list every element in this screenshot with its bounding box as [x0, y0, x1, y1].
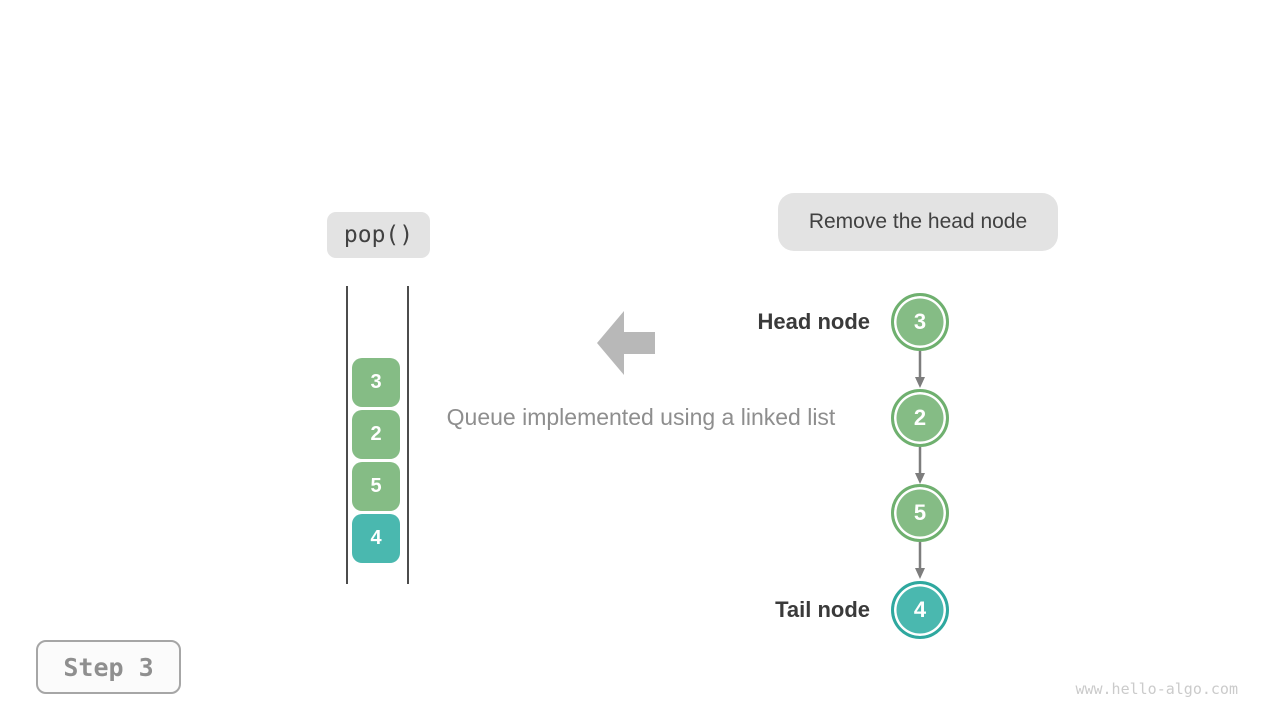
linked-list-node: 4	[891, 581, 949, 639]
pop-operation-label: pop()	[343, 222, 414, 248]
queue-cell: 3	[352, 358, 400, 407]
linked-list-node: 2	[891, 389, 949, 447]
remove-head-annotation-badge: Remove the head node	[778, 193, 1058, 251]
head-node-label: Head node	[757, 309, 870, 334]
step-badge-label: Step 3	[63, 652, 154, 682]
queue-wall-right	[407, 286, 409, 584]
queue-cell: 4	[352, 514, 400, 563]
queue-stack: 3 2 5 4	[352, 358, 400, 563]
linked-list-node: 5	[891, 484, 949, 542]
remove-head-annotation-label: Remove the head node	[808, 210, 1028, 233]
arrow-down-icon	[915, 351, 925, 388]
tail-node-label: Tail node	[775, 597, 870, 622]
left-arrow-icon	[597, 311, 655, 375]
step-badge: Step 3	[36, 640, 181, 694]
pop-operation-badge: pop()	[327, 212, 430, 258]
arrow-down-icon	[915, 447, 925, 484]
diagram-caption: Queue implemented using a linked list	[446, 404, 836, 430]
arrow-down-icon	[915, 542, 925, 579]
queue-cell: 5	[352, 462, 400, 511]
watermark: www.hello-algo.com	[1075, 680, 1238, 698]
queue-wall-left	[346, 286, 348, 584]
queue-cell: 2	[352, 410, 400, 459]
linked-list-node: 3	[891, 293, 949, 351]
